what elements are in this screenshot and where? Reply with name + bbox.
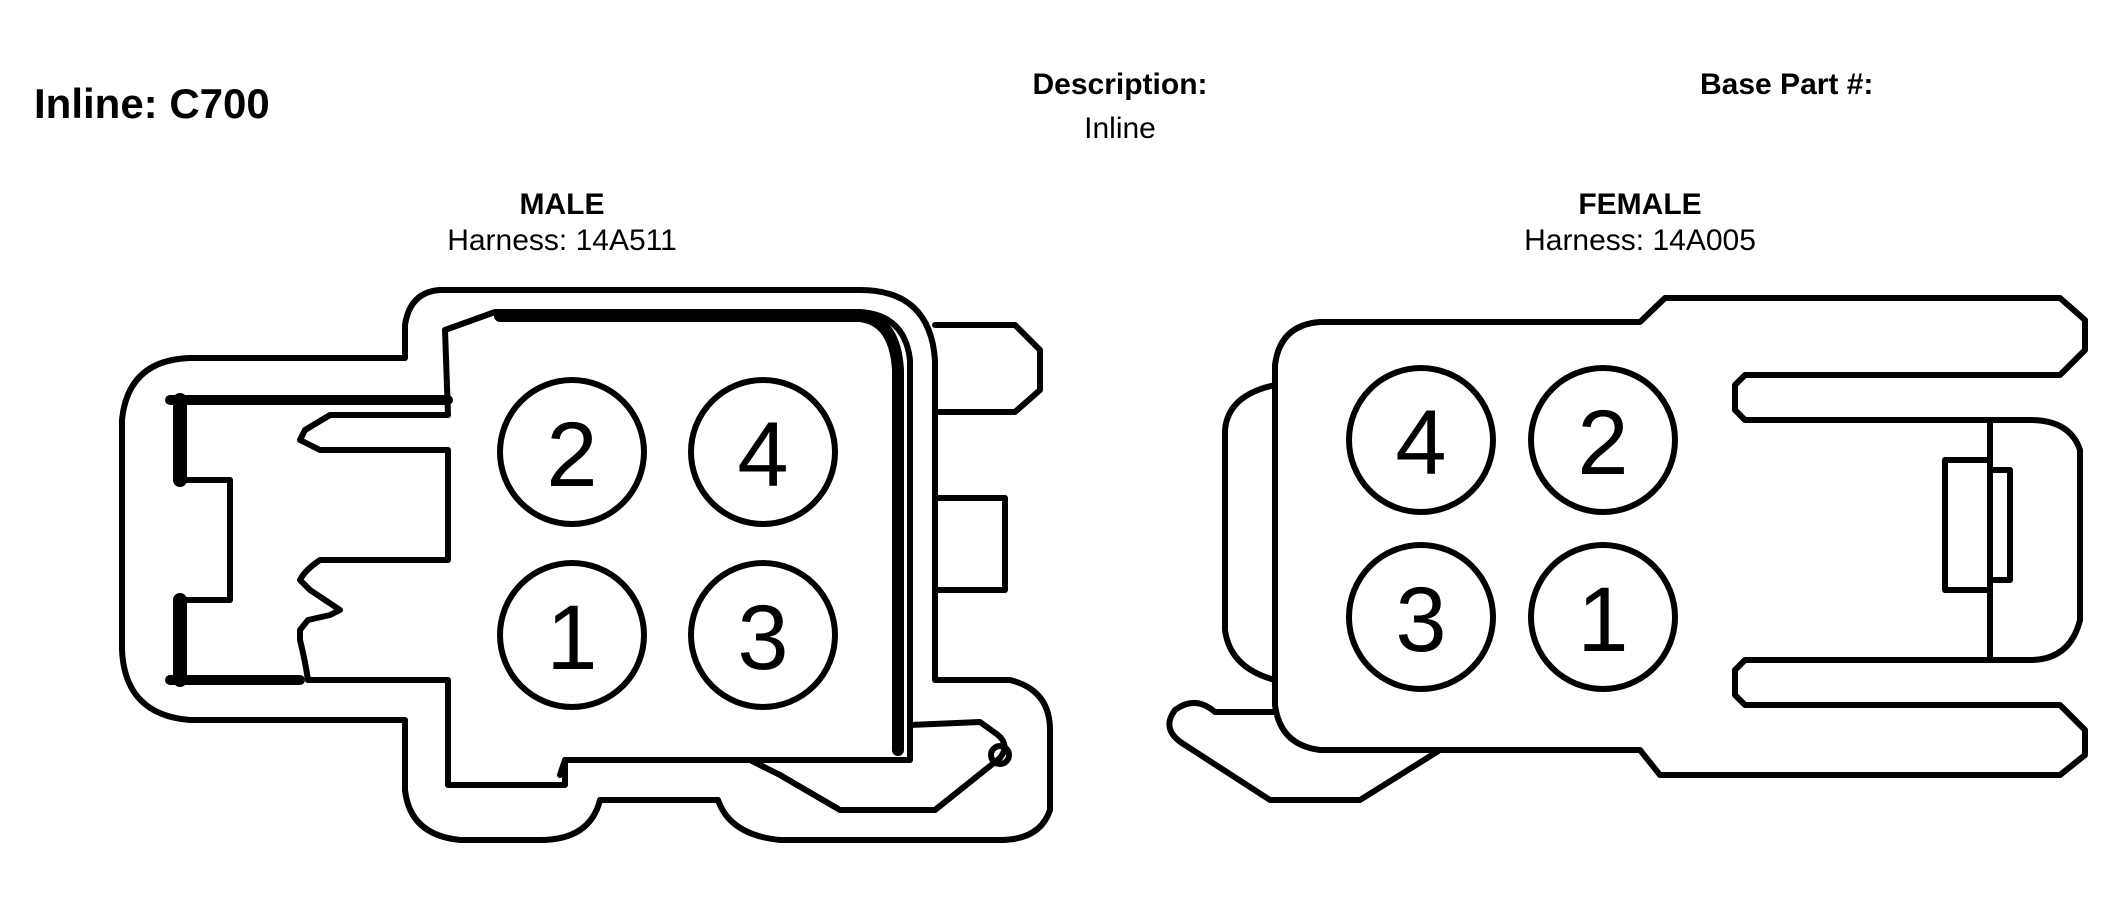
male-pin-label: 4 — [737, 404, 788, 506]
female-pin-label: 1 — [1577, 569, 1628, 671]
base-part-label: Base Part #: — [1700, 68, 1874, 101]
female-pin-label: 3 — [1395, 569, 1446, 671]
male-pin-2-circle — [497, 377, 647, 527]
female-pin-2-circle — [1528, 365, 1678, 515]
female-pin-4-circle — [1346, 365, 1496, 515]
male-heading: MALE Harness: 14A511 — [362, 188, 762, 258]
female-pin-label: 2 — [1577, 392, 1628, 494]
description-label: Description: — [1032, 68, 1208, 101]
female-connector-body — [1166, 295, 2088, 803]
female-pin-1-circle — [1528, 542, 1678, 692]
connector-title: Inline: C700 — [34, 80, 270, 127]
male-pin-4-circle — [688, 377, 838, 527]
male-pin-label: 2 — [546, 404, 597, 506]
male-pin-3-circle — [688, 560, 838, 710]
male-connector-body — [119, 287, 1053, 843]
male-pin-1-circle — [497, 560, 647, 710]
male-harness-label: Harness: 14A511 — [447, 224, 677, 257]
male-pin-label: 1 — [546, 587, 597, 689]
female-heading: FEMALE Harness: 14A005 — [1440, 188, 1840, 258]
female-harness-label: Harness: 14A005 — [1524, 224, 1756, 257]
female-pin-3-circle — [1346, 542, 1496, 692]
description-value: Inline — [1084, 112, 1156, 145]
male-pin-label: 3 — [737, 587, 788, 689]
male-gender-label: MALE — [519, 188, 605, 221]
female-gender-label: FEMALE — [1578, 188, 1702, 221]
female-pin-label: 4 — [1395, 392, 1446, 494]
